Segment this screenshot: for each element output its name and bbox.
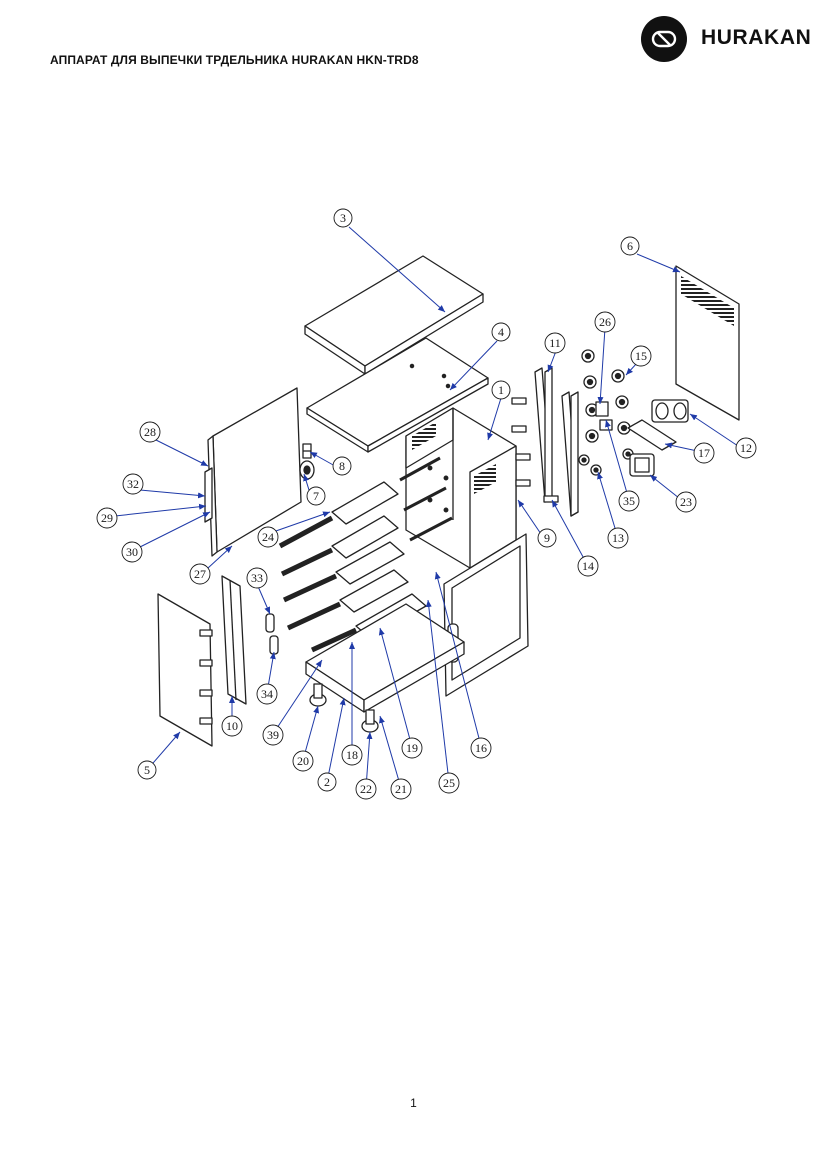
callout-10: 10 (221, 715, 243, 737)
svg-text:4: 4 (498, 325, 504, 339)
callout-39: 39 (262, 724, 284, 746)
svg-text:24: 24 (262, 530, 274, 544)
callout-29: 29 (96, 507, 118, 529)
svg-text:28: 28 (144, 425, 156, 439)
svg-text:2: 2 (324, 775, 330, 789)
brand-logo: HURAKAN (641, 16, 816, 62)
callout-11: 11 (544, 332, 566, 354)
callout-33: 33 (246, 567, 268, 589)
callout-8: 8 (332, 456, 352, 476)
callout-9: 9 (537, 528, 557, 548)
callout-1: 1 (491, 380, 511, 400)
svg-text:16: 16 (475, 741, 487, 755)
part-fittings-7-8 (299, 443, 315, 480)
svg-text:10: 10 (226, 719, 238, 733)
svg-text:9: 9 (544, 531, 550, 545)
svg-text:39: 39 (267, 728, 279, 742)
callout-35: 35 (618, 490, 640, 512)
callout-16: 16 (470, 737, 492, 759)
svg-text:3: 3 (340, 211, 346, 225)
svg-text:17: 17 (698, 446, 710, 460)
part-back-panel (675, 265, 740, 421)
svg-text:12: 12 (740, 441, 752, 455)
callout-13: 13 (607, 527, 629, 549)
callout-26: 26 (594, 311, 616, 333)
svg-text:13: 13 (612, 531, 624, 545)
callout-19: 19 (401, 737, 423, 759)
document-title: АППАРАТ ДЛЯ ВЫПЕЧКИ ТРДЕЛЬНИКА HURAKAN H… (50, 53, 419, 67)
svg-text:22: 22 (360, 782, 372, 796)
part-gears (578, 349, 634, 476)
callout-34: 34 (256, 683, 278, 705)
callout-7: 7 (306, 486, 326, 506)
callout-28: 28 (139, 421, 161, 443)
brand-name: HURAKAN (701, 26, 812, 49)
svg-text:6: 6 (627, 239, 633, 253)
part-base (305, 603, 465, 733)
callout-21: 21 (390, 778, 412, 800)
callout-20: 20 (292, 750, 314, 772)
part-clips-33-34 (265, 613, 279, 655)
part-motor-assembly (627, 399, 689, 477)
callout-25: 25 (438, 772, 460, 794)
part-left-side-panel (204, 387, 302, 557)
svg-text:21: 21 (395, 782, 407, 796)
part-brackets (534, 367, 579, 517)
svg-text:8: 8 (339, 459, 345, 473)
part-top-inner-panel (306, 337, 489, 453)
callout-32: 32 (122, 473, 144, 495)
svg-text:26: 26 (599, 315, 611, 329)
callout-4: 4 (491, 322, 511, 342)
hurakan-logo-icon (641, 16, 687, 62)
svg-text:11: 11 (549, 336, 561, 350)
svg-text:35: 35 (623, 494, 635, 508)
svg-text:29: 29 (101, 511, 113, 525)
callout-17: 17 (693, 442, 715, 464)
callout-3: 3 (333, 208, 353, 228)
svg-text:1: 1 (498, 383, 504, 397)
svg-text:19: 19 (406, 741, 418, 755)
part-front-door (443, 533, 529, 697)
part-main-body (405, 407, 517, 569)
svg-text:25: 25 (443, 776, 455, 790)
callout-24: 24 (257, 526, 279, 548)
callout-12: 12 (735, 437, 757, 459)
svg-text:32: 32 (127, 477, 139, 491)
svg-text:27: 27 (194, 567, 206, 581)
callout-14: 14 (577, 555, 599, 577)
svg-text:7: 7 (313, 489, 319, 503)
svg-text:14: 14 (582, 559, 594, 573)
svg-text:23: 23 (680, 495, 692, 509)
callout-6: 6 (620, 236, 640, 256)
svg-text:30: 30 (126, 545, 138, 559)
svg-text:15: 15 (635, 349, 647, 363)
callout-27: 27 (189, 563, 211, 585)
svg-text:34: 34 (261, 687, 273, 701)
svg-text:5: 5 (144, 763, 150, 777)
part-top-cover (304, 255, 484, 375)
callout-30: 30 (121, 541, 143, 563)
svg-text:33: 33 (251, 571, 263, 585)
svg-text:18: 18 (346, 748, 358, 762)
part-front-panel-left (157, 575, 247, 747)
callout-23: 23 (675, 491, 697, 513)
callout-5: 5 (137, 760, 157, 780)
callout-22: 22 (355, 778, 377, 800)
svg-text:20: 20 (297, 754, 309, 768)
part-bolts (511, 397, 559, 503)
page-number: 1 (410, 1096, 417, 1110)
callout-2: 2 (317, 772, 337, 792)
callout-15: 15 (630, 345, 652, 367)
callout-18: 18 (341, 744, 363, 766)
